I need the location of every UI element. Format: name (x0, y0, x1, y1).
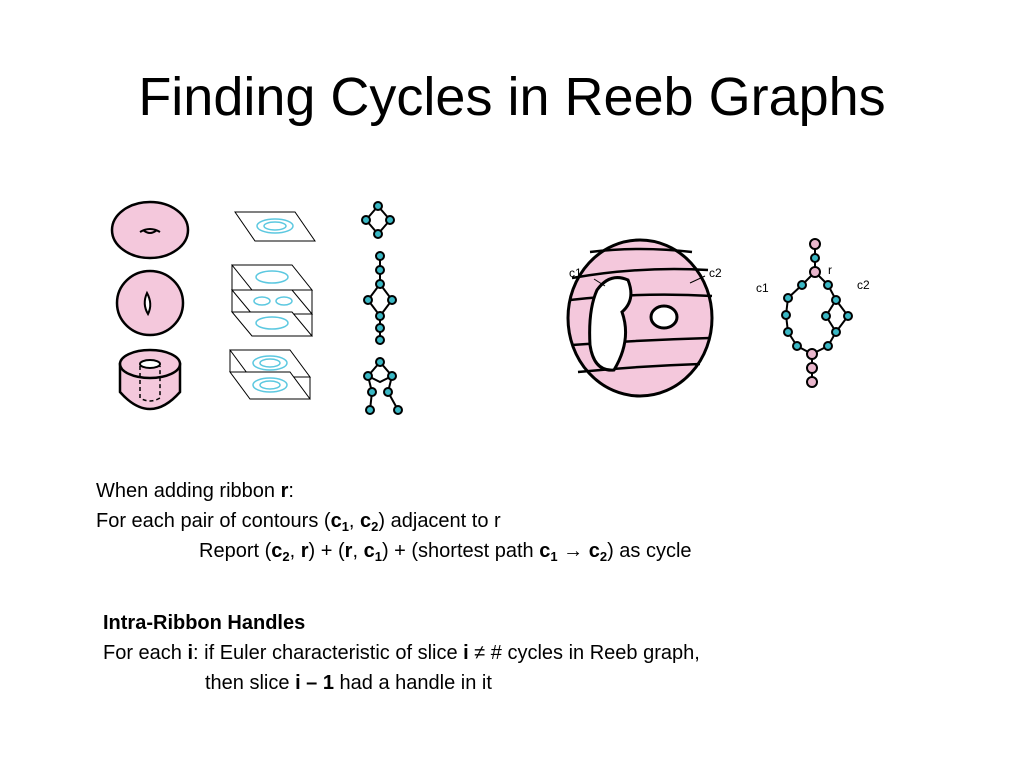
text: c (271, 540, 283, 562)
text: c (330, 510, 342, 532)
text: had a handle in it (333, 672, 492, 694)
ribbon-line-3: Report (c2, r) + (r, c1) + (shortest pat… (96, 536, 692, 566)
subscript: 2 (282, 549, 290, 564)
text: ) + (shortest path (381, 540, 540, 562)
text: c (360, 510, 372, 532)
ribbon-line-2: For each pair of contours (c1, c2) adjac… (96, 506, 692, 536)
graph-c2-label: c2 (857, 278, 870, 292)
plane-group-middle (230, 264, 314, 337)
torus-middle-icon (115, 269, 185, 337)
slice-planes (229, 211, 316, 400)
text: ) + ( (308, 540, 345, 562)
text: r (344, 540, 353, 562)
text: c (588, 540, 600, 562)
text: ) adjacent to r (378, 510, 501, 532)
text: then slice (205, 672, 296, 694)
torus-bottom-icon (118, 348, 182, 411)
text: , (289, 540, 301, 562)
subscript: 2 (599, 549, 608, 564)
reeb-graph-large: c1 r c2 (756, 238, 870, 388)
ribbon-line-1: When adding ribbon r: (96, 476, 692, 506)
handles-block: Intra-Ribbon Handles For each i: if Eule… (103, 608, 700, 698)
graph-r-label: r (828, 263, 832, 277)
slide-title: Finding Cycles in Reeb Graphs (138, 67, 886, 127)
torus-c2-label: c2 (709, 266, 722, 280)
arrow: → (557, 540, 589, 562)
reeb-graph-bottom (363, 357, 403, 415)
subscript: 1 (341, 519, 349, 534)
text: : if Euler characteristic of slice (193, 642, 464, 664)
text: i – 1 (295, 672, 334, 694)
plane-group-top (234, 211, 316, 242)
subscript: 2 (371, 519, 379, 534)
subscript: 1 (374, 549, 382, 564)
text: , (352, 540, 364, 562)
text: ) as cycle (607, 540, 692, 562)
text: c (539, 540, 551, 562)
text: For each pair of contours ( (96, 510, 331, 532)
handles-line-2: then slice i – 1 had a handle in it (103, 668, 700, 698)
text: Report ( (199, 540, 272, 562)
ribbon-algorithm-block: When adding ribbon r: For each pair of c… (96, 476, 692, 566)
torus-c1-label: c1 (569, 266, 582, 280)
text: ≠ # cycles in Reeb graph, (468, 642, 700, 664)
text: r (280, 480, 289, 502)
reeb-graph-middle (363, 251, 397, 345)
striped-torus: c1 c2 (566, 238, 722, 398)
plane-group-bottom (229, 349, 311, 400)
text: , (348, 510, 361, 532)
handles-line-1: For each i: if Euler characteristic of s… (103, 638, 700, 668)
text: : (288, 480, 294, 502)
graph-c1-label: c1 (756, 281, 769, 295)
text: i (463, 642, 469, 664)
text: r (300, 540, 309, 562)
text: i (187, 642, 194, 664)
text: When adding ribbon (96, 480, 281, 502)
text: For each (103, 642, 188, 664)
reeb-graph-column (361, 201, 403, 415)
shape-column (110, 200, 190, 411)
subscript: 1 (550, 549, 558, 564)
reeb-graph-top (361, 201, 395, 239)
handles-heading: Intra-Ribbon Handles (103, 612, 306, 634)
text: c (363, 540, 375, 562)
torus-top-icon (110, 200, 190, 260)
